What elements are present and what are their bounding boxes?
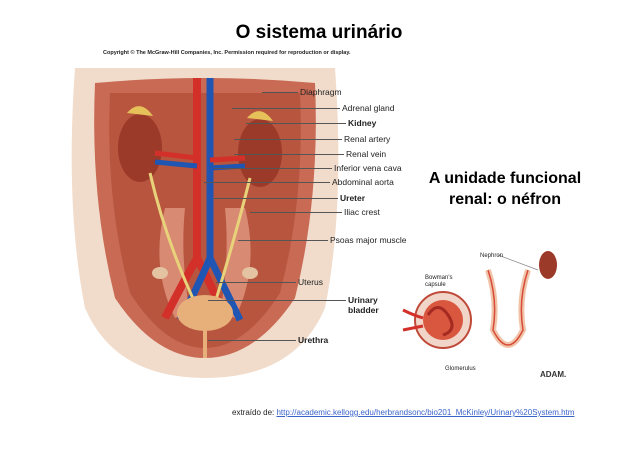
urinary-bladder <box>177 295 233 331</box>
leader-line <box>238 240 328 241</box>
leader-line <box>204 182 330 183</box>
label-diaphragm: Diaphragm <box>300 87 342 97</box>
label-adrenal-gland: Adrenal gland <box>342 103 395 113</box>
urinary-system-illustration <box>71 68 339 378</box>
source-link[interactable]: http://academic.kellogg.edu/herbrandsonc… <box>276 408 575 417</box>
label-urethra: Urethra <box>298 335 329 345</box>
leader-line <box>246 123 346 124</box>
left-kidney <box>118 114 162 182</box>
label-iliac-crest: Iliac crest <box>344 207 380 217</box>
source-prefix: extraído de: <box>232 408 277 417</box>
leader-line <box>208 340 296 341</box>
nephron-illustration <box>402 251 557 349</box>
label-inferior-vena-cava: Inferior vena cava <box>334 163 402 173</box>
leader-line <box>262 92 298 93</box>
adam-logo: ADAM. <box>540 370 567 379</box>
leader-line <box>232 108 340 109</box>
label-ureter: Ureter <box>340 193 366 203</box>
copyright-notice: Copyright © The McGraw-Hill Companies, I… <box>103 50 351 56</box>
page-title: O sistema urinário <box>235 22 403 43</box>
leader-line <box>250 212 342 213</box>
label-bowmans-capsule: Bowman's capsule <box>425 275 453 288</box>
leader-line <box>234 139 342 140</box>
leader-line <box>216 282 296 283</box>
nephron-heading: A unidade funcional renal: o néfron <box>428 170 582 208</box>
label-renal-artery: Renal artery <box>344 134 391 144</box>
leader-line <box>214 198 338 199</box>
leader-line <box>208 300 346 301</box>
source-citation: extraído de: http://academic.kellogg.edu… <box>232 408 574 417</box>
leader-line <box>234 154 344 155</box>
label-uterus: Uterus <box>298 277 324 287</box>
label-kidney: Kidney <box>348 118 377 128</box>
leader-line <box>214 168 332 169</box>
label-nephron: Nephron <box>480 253 504 259</box>
label-urinary-bladder: Urinary bladder <box>348 295 379 315</box>
right-kidney <box>238 119 282 187</box>
label-psoas-major-muscle: Psoas major muscle <box>330 235 407 245</box>
label-glomerulus: Glomerulus <box>445 366 476 372</box>
label-abdominal-aorta: Abdominal aorta <box>332 177 394 187</box>
label-renal-vein: Renal vein <box>346 149 387 159</box>
